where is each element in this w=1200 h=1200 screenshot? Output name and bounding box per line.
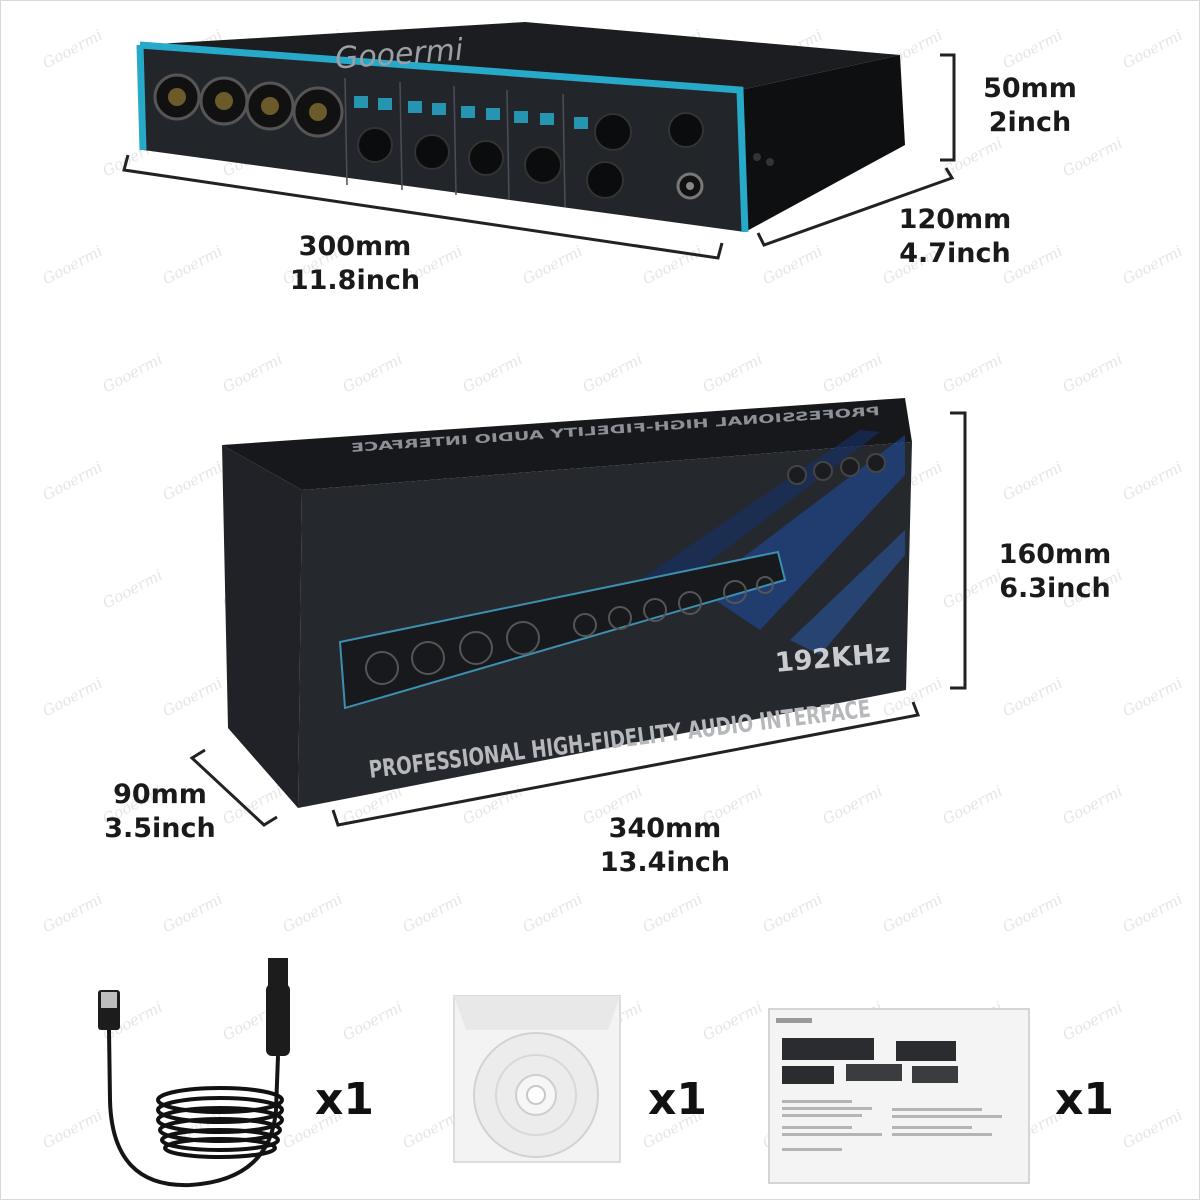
- channel-buttons: [354, 96, 588, 129]
- device-right-side: [740, 55, 905, 232]
- box-feature-icons: [787, 453, 886, 485]
- manual-sheet: [768, 1008, 1030, 1184]
- device-height-inch: 2inch: [988, 107, 1072, 138]
- xlr-input-4: [292, 86, 344, 138]
- width-dimension-line: [122, 154, 724, 260]
- box-height-inch: 6.3inch: [999, 573, 1111, 604]
- device-dimension-lines: [122, 53, 956, 260]
- box-printed-device: [338, 550, 787, 710]
- gain-knobs: [357, 112, 704, 199]
- user-manual-image: [768, 1008, 1030, 1184]
- box-width-mm: 340mm: [608, 813, 722, 844]
- device-height-mm: 50mm: [983, 73, 1077, 104]
- box-width-label: 340mm 13.4inch: [590, 812, 740, 880]
- device-height-label: 50mm 2inch: [965, 72, 1095, 140]
- usb-cable-image: [98, 958, 290, 1188]
- box-depth-label: 90mm 3.5inch: [90, 778, 230, 846]
- box-left-face: [222, 445, 302, 808]
- device-accent-trim: [139, 41, 749, 233]
- box-depth-mm: 90mm: [113, 779, 207, 810]
- retail-box: 192KHz PROFESSIONAL HIGH-FIDELITY AUDIO …: [222, 398, 912, 808]
- cable-coil: [156, 1086, 284, 1159]
- manual-device-photos: [782, 1038, 958, 1084]
- box-height-label: 160mm 6.3inch: [985, 538, 1125, 606]
- height-dimension-line: [940, 53, 956, 162]
- device-depth-mm: 120mm: [898, 204, 1012, 235]
- box-width-inch: 13.4inch: [599, 847, 731, 878]
- box-depth-dimension-line: [189, 748, 278, 827]
- driver-cd-quantity: x1: [648, 1074, 707, 1125]
- box-depth-inch: 3.5inch: [104, 813, 216, 844]
- box-top-face: [222, 398, 912, 490]
- device-width-mm: 300mm: [298, 231, 412, 262]
- headphone-jack: [676, 172, 704, 200]
- xlr-input-1: [153, 73, 201, 121]
- xlr-input-3: [245, 81, 295, 131]
- depth-dimension-line: [756, 167, 955, 247]
- usb-b-plug: [268, 958, 288, 986]
- device-width-inch: 11.8inch: [289, 265, 421, 296]
- box-width-dimension-line: [331, 701, 921, 827]
- box-height-dimension-line: [950, 411, 967, 690]
- device-depth-label: 120mm 4.7inch: [880, 203, 1030, 271]
- device-top-surface: [140, 22, 900, 90]
- user-manual-quantity: x1: [1055, 1074, 1114, 1125]
- audio-interface-device: Gooermi: [136, 22, 905, 233]
- device-depth-inch: 4.7inch: [899, 238, 1011, 269]
- xlr-input-2: [199, 76, 249, 126]
- box-dimension-lines: [189, 411, 967, 827]
- box-height-mm: 160mm: [998, 539, 1112, 570]
- driver-cd-image: [453, 995, 621, 1163]
- device-width-label: 300mm 11.8inch: [270, 230, 440, 298]
- usb-cable-quantity: x1: [315, 1074, 374, 1125]
